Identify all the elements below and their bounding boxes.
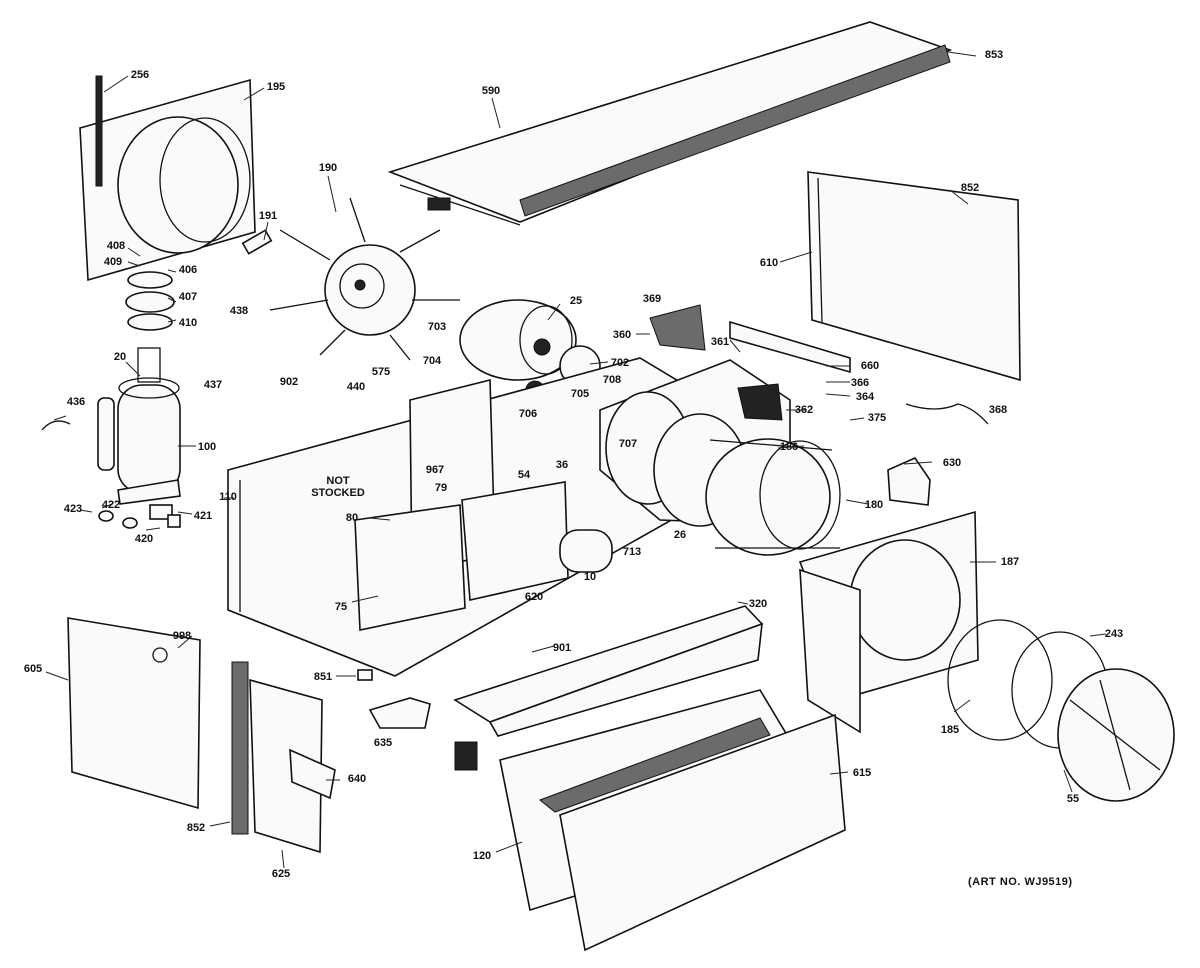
callout-998: 998 bbox=[172, 630, 192, 642]
callout-704: 704 bbox=[422, 355, 442, 367]
callout-713: 713 bbox=[622, 546, 642, 558]
callout-369: 369 bbox=[642, 293, 662, 305]
callout-440: 440 bbox=[346, 381, 366, 393]
callout-853: 853 bbox=[984, 49, 1004, 61]
callout-362: 362 bbox=[794, 404, 814, 416]
callout-967: 967 bbox=[425, 464, 445, 476]
callout-436: 436 bbox=[66, 396, 86, 408]
callout-187: 187 bbox=[1000, 556, 1020, 568]
top-cover-590 bbox=[387, 21, 953, 226]
fan-blade-190 bbox=[241, 197, 460, 361]
callout-79: 79 bbox=[434, 482, 448, 494]
callout-409: 409 bbox=[103, 256, 123, 268]
callout-707: 707 bbox=[618, 438, 638, 450]
callout-10: 10 bbox=[583, 571, 597, 583]
callout-590: 590 bbox=[481, 85, 501, 97]
callout-901: 901 bbox=[552, 642, 572, 654]
orifice-plate-187 bbox=[798, 510, 1175, 802]
callout-75: 75 bbox=[334, 601, 348, 613]
callout-368: 368 bbox=[988, 404, 1008, 416]
callout-120: 120 bbox=[472, 850, 492, 862]
callout-407: 407 bbox=[178, 291, 198, 303]
callout-55: 55 bbox=[1066, 793, 1080, 805]
callout-660: 660 bbox=[860, 360, 880, 372]
callout-615: 615 bbox=[852, 767, 872, 779]
callout-575: 575 bbox=[371, 366, 391, 378]
callout-20: 20 bbox=[113, 351, 127, 363]
callout-195: 195 bbox=[266, 81, 286, 93]
callout-625: 625 bbox=[271, 868, 291, 880]
callout-408: 408 bbox=[106, 240, 126, 252]
condenser-shroud-195 bbox=[79, 75, 256, 282]
callout-243: 243 bbox=[1104, 628, 1124, 640]
callout-620: 620 bbox=[524, 591, 544, 603]
callout-437: 437 bbox=[203, 379, 223, 391]
callout-703: 703 bbox=[427, 321, 447, 333]
callout-640: 640 bbox=[347, 773, 367, 785]
drain-pan-320 bbox=[453, 605, 764, 737]
callout-361: 361 bbox=[710, 336, 730, 348]
callout-421: 421 bbox=[193, 510, 213, 522]
art-number: (ART NO. WJ9519) bbox=[968, 876, 1073, 888]
callout-not-stocked: NOT STOCKED bbox=[311, 475, 365, 499]
callout-36: 36 bbox=[555, 459, 569, 471]
callout-180: 180 bbox=[864, 499, 884, 511]
callout-80: 80 bbox=[345, 512, 359, 524]
callout-420: 420 bbox=[134, 533, 154, 545]
callout-100: 100 bbox=[197, 441, 217, 453]
callout-366: 366 bbox=[850, 377, 870, 389]
callout-705: 705 bbox=[570, 388, 590, 400]
callout-320: 320 bbox=[748, 598, 768, 610]
callout-422: 422 bbox=[101, 499, 121, 511]
front-grille-615 bbox=[454, 689, 846, 952]
callout-26: 26 bbox=[673, 529, 687, 541]
callout-438: 438 bbox=[229, 305, 249, 317]
leader-lines bbox=[45, 51, 1107, 869]
callout-406: 406 bbox=[178, 264, 198, 276]
callout-610: 610 bbox=[759, 257, 779, 269]
callout-635: 635 bbox=[373, 737, 393, 749]
callout-360: 360 bbox=[612, 329, 632, 341]
callout-190: 190 bbox=[318, 162, 338, 174]
callout-605: 605 bbox=[23, 663, 43, 675]
callout-54: 54 bbox=[517, 469, 531, 481]
brackets bbox=[649, 304, 989, 506]
callout-185: 185 bbox=[940, 724, 960, 736]
callout-852-top: 852 bbox=[960, 182, 980, 194]
callout-186: 186 bbox=[779, 441, 799, 453]
side-panel-610 bbox=[807, 171, 1021, 382]
callout-256: 256 bbox=[130, 69, 150, 81]
seal-panels bbox=[231, 661, 336, 854]
callout-375: 375 bbox=[867, 412, 887, 424]
callout-851: 851 bbox=[313, 671, 333, 683]
callout-191: 191 bbox=[258, 210, 278, 222]
callout-364: 364 bbox=[855, 391, 875, 403]
front-panel-605 bbox=[67, 617, 201, 810]
callout-706: 706 bbox=[518, 408, 538, 420]
compressor-100 bbox=[41, 271, 181, 529]
callout-410: 410 bbox=[178, 317, 198, 329]
callout-423: 423 bbox=[63, 503, 83, 515]
callout-852-bottom: 852 bbox=[186, 822, 206, 834]
callout-110: 110 bbox=[219, 491, 237, 503]
callout-702: 702 bbox=[610, 357, 630, 369]
callout-25: 25 bbox=[569, 295, 583, 307]
bracket-635 bbox=[357, 669, 431, 729]
callout-902: 902 bbox=[279, 376, 299, 388]
callout-708: 708 bbox=[602, 374, 622, 386]
callout-630: 630 bbox=[942, 457, 962, 469]
